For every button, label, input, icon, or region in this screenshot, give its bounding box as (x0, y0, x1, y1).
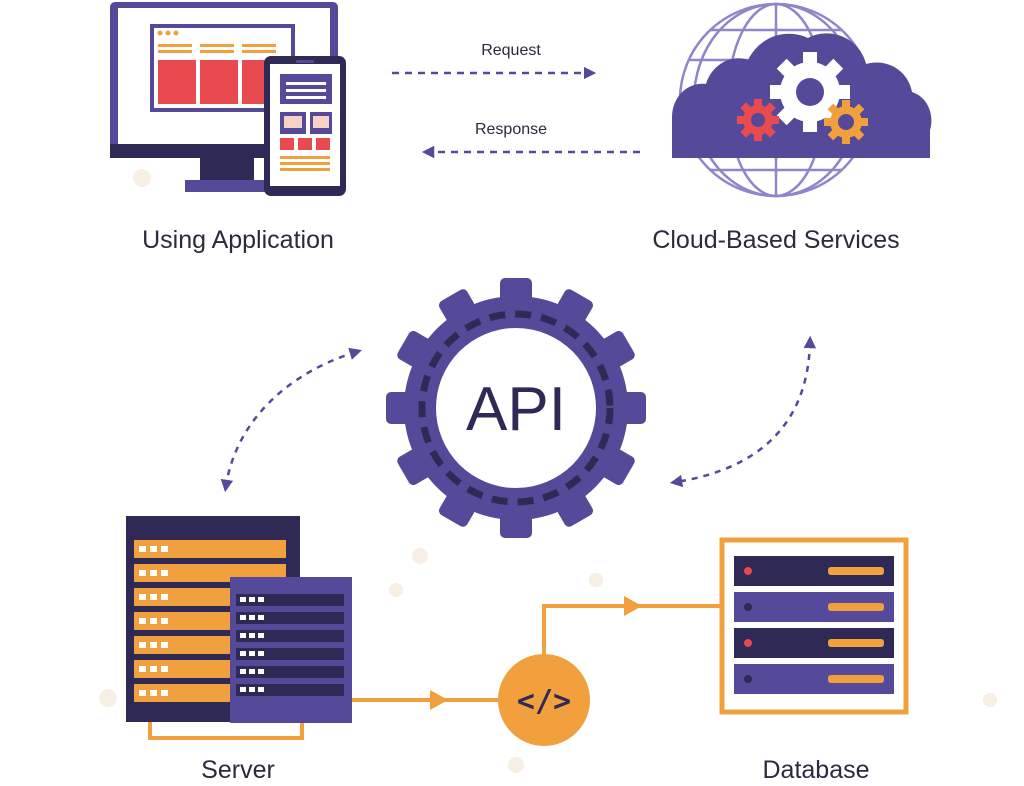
code-brackets-icon (498, 654, 590, 746)
background-dots (99, 169, 997, 773)
app-label: Using Application (142, 226, 334, 254)
code-database-connector (542, 596, 720, 654)
api-gear-icon (386, 278, 646, 538)
request-label: Request (481, 42, 541, 59)
api-server-connector (220, 347, 362, 493)
cloud-label: Cloud-Based Services (652, 226, 899, 254)
code-symbol: </> (517, 684, 571, 719)
api-cloud-connector (669, 335, 817, 488)
server-rack-icon (126, 516, 352, 740)
mobile-phone-icon (264, 56, 346, 196)
api-label: API (466, 375, 566, 444)
response-label: Response (475, 121, 547, 138)
server-orange-slots (134, 540, 286, 702)
server-label: Server (201, 756, 275, 784)
database-icon (719, 537, 909, 715)
server-code-connector (352, 690, 498, 710)
database-label: Database (762, 756, 869, 784)
cloud-gears-icon (672, 2, 932, 198)
